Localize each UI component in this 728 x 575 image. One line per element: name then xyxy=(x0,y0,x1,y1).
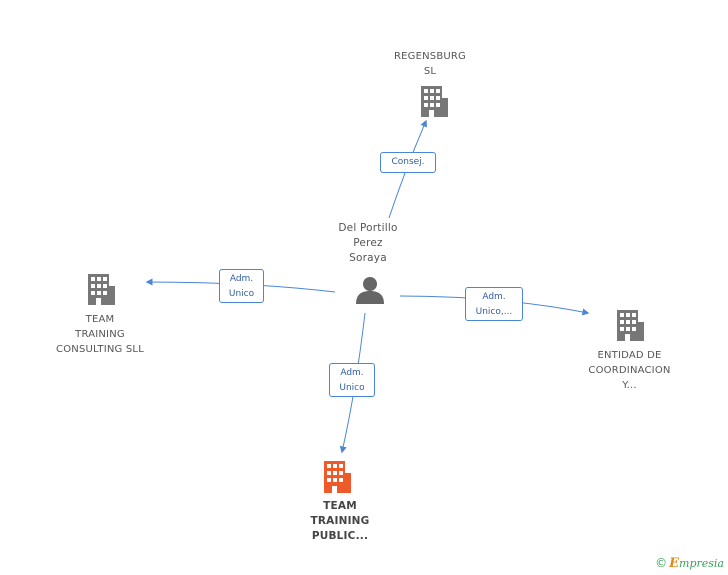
building-icon-public[interactable] xyxy=(324,461,351,493)
brand-rest: mpresia xyxy=(679,557,724,570)
company-label-public[interactable]: TEAM TRAINING PUBLIC... xyxy=(310,500,370,542)
company-label-regensburg[interactable]: REGENSBURG SL xyxy=(393,51,467,77)
edge-label-consej[interactable]: Consej. xyxy=(380,152,436,173)
copyright-symbol: © xyxy=(655,556,668,570)
building-icon-entidad[interactable] xyxy=(617,310,644,341)
building-icon-regensburg[interactable] xyxy=(421,86,448,117)
person-label[interactable]: Del Portillo Perez Soraya xyxy=(338,222,398,264)
person-icon[interactable] xyxy=(356,277,384,304)
building-icon-consulting[interactable] xyxy=(88,274,115,305)
edge-label-adm-unico-consulting[interactable]: Adm. Unico xyxy=(219,269,264,303)
edge-label-adm-unico-public[interactable]: Adm. Unico xyxy=(329,363,375,397)
edge-label-adm-unico-entidad[interactable]: Adm. Unico,... xyxy=(465,287,523,321)
brand-initial: E xyxy=(669,556,680,571)
empresia-logo: ©Empresia xyxy=(655,556,724,571)
company-label-entidad[interactable]: ENTIDAD DE COORDINACION Y... xyxy=(588,350,671,391)
company-label-consulting[interactable]: TEAM TRAINING CONSULTING SLL xyxy=(56,314,144,355)
